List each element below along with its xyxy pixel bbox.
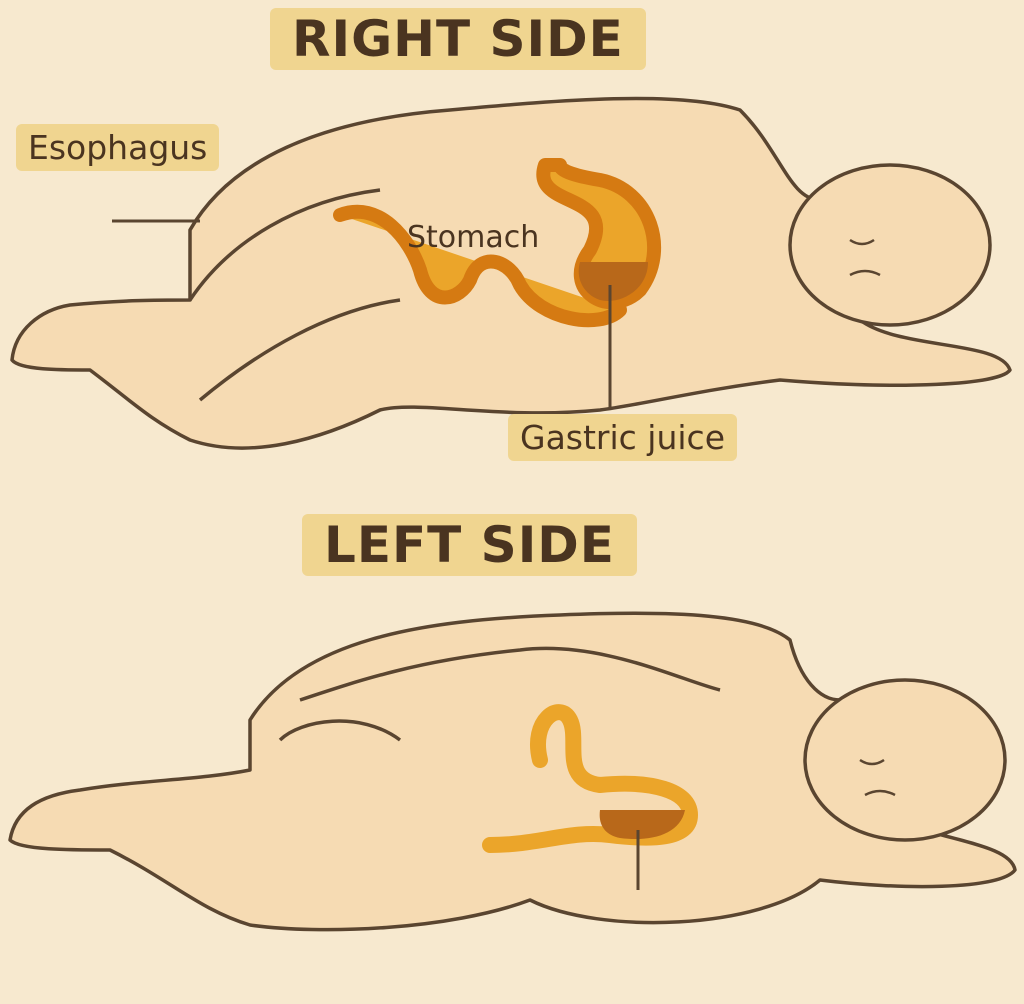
right-side-figure bbox=[10, 96, 1012, 450]
gastric-juice-label: Gastric juice bbox=[508, 414, 737, 461]
right-side-title: RIGHT SIDE bbox=[270, 8, 646, 70]
gastric-juice bbox=[599, 810, 685, 840]
face bbox=[849, 238, 881, 277]
esophagus-label: Esophagus bbox=[16, 124, 220, 171]
gastric-juice bbox=[578, 262, 648, 301]
face bbox=[859, 758, 896, 797]
body bbox=[8, 611, 1017, 932]
head bbox=[803, 678, 1007, 842]
stomach bbox=[333, 158, 662, 328]
left-side-title: LEFT SIDE bbox=[302, 514, 637, 576]
head bbox=[788, 163, 992, 327]
arm bbox=[278, 646, 721, 742]
left-side-figure bbox=[8, 611, 1017, 932]
arm bbox=[188, 188, 401, 402]
stomach bbox=[482, 704, 698, 853]
stomach-label: Stomach bbox=[407, 220, 540, 255]
